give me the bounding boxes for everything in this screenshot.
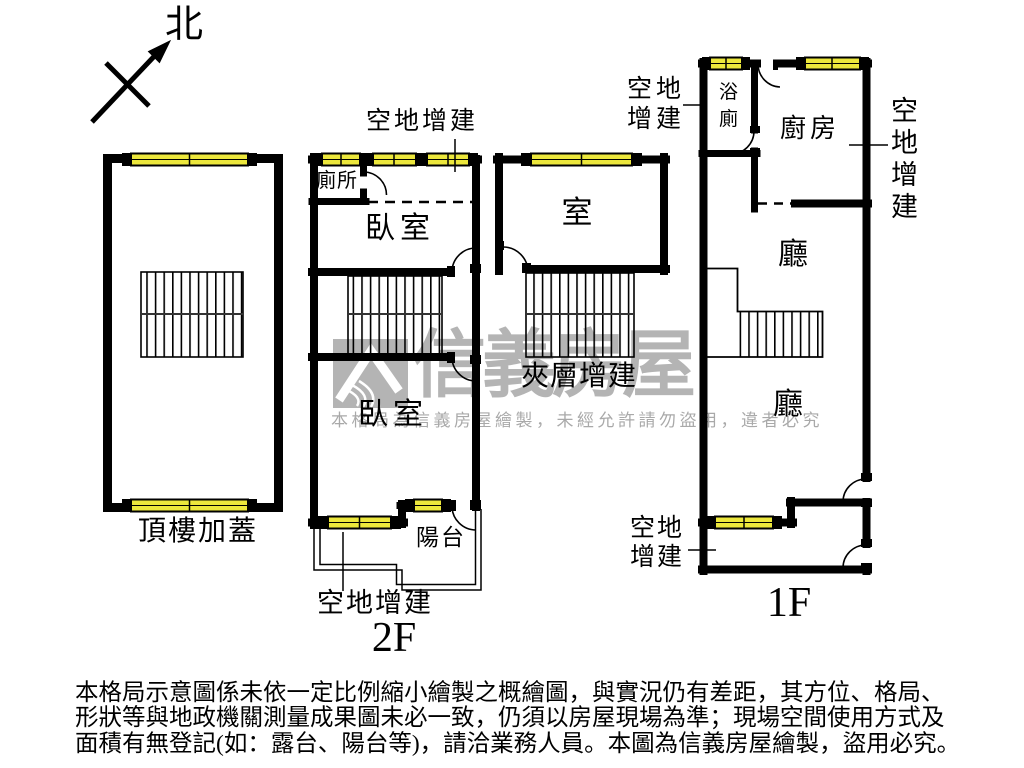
f2-toilet-label: 廁所 xyxy=(316,170,358,192)
f1-annotation-top-left: 空地增建 xyxy=(627,76,686,133)
f1-door-jambs xyxy=(750,60,872,571)
north-arrow-icon xyxy=(90,39,172,124)
rooftop-window-bottom xyxy=(122,498,257,513)
f2-leader-lines xyxy=(342,139,456,591)
f2-balcony-label: 陽台 xyxy=(416,525,466,550)
f1-bathroom-label: 浴廁 xyxy=(719,82,739,130)
f2-windows-top xyxy=(313,152,478,167)
f2-annotation-top: 空地增建 xyxy=(365,108,479,135)
mezzanine-staircase xyxy=(525,272,635,358)
f1-window-kitchen xyxy=(796,56,869,71)
mezzanine-door xyxy=(496,241,531,273)
f1-staircase xyxy=(707,267,824,358)
f1-leader-lines xyxy=(683,104,888,551)
rooftop-plan xyxy=(103,152,283,513)
f2-bedroom-lower-label: 臥室 xyxy=(358,398,428,431)
mezzanine-window-top xyxy=(521,152,642,167)
f2-door-jambs xyxy=(447,264,481,511)
f1-hall-upper-label: 廳 xyxy=(778,238,808,271)
north-label: 北 xyxy=(165,4,204,46)
f1-annotation-bottom-left: 空地增建 xyxy=(630,515,685,571)
f2-floor-label: 2F xyxy=(371,615,417,661)
f1-plan xyxy=(683,56,888,575)
disclaimer: 本格局示意圖係未依一定比例縮小繪製之概繪圖，與實況仍有差距，其方位、格局、 形狀… xyxy=(75,680,965,757)
f2-bedroom-upper-label: 臥室 xyxy=(365,212,435,245)
mezzanine-room-label: 室 xyxy=(561,195,593,230)
watermark-notice-text: 本格局為信義房屋繪製，未經允許請勿盜用，違者必究 xyxy=(331,411,823,430)
f2-window-bottom-left xyxy=(318,515,401,530)
f1-window-bath xyxy=(702,56,750,71)
f2-staircase xyxy=(347,275,443,355)
mezzanine-plan-label: 夾層增建 xyxy=(520,361,638,392)
rooftop-staircase xyxy=(140,271,244,358)
f2-annotation-bottom: 空地增建 xyxy=(317,588,433,618)
f2-plan xyxy=(308,139,482,591)
rooftop-plan-label: 頂樓加蓋 xyxy=(137,516,259,547)
mezzanine-plan xyxy=(493,152,670,358)
f1-window-bottom xyxy=(706,515,782,530)
f1-floor-label: 1F xyxy=(766,580,812,626)
f1-kitchen-label: 廚房 xyxy=(780,114,841,143)
f1-annotation-right: 空地增建 xyxy=(891,96,918,222)
f1-walls xyxy=(698,58,872,575)
disclaimer-line-1: 本格局示意圖係未依一定比例縮小繪製之概繪圖，與實況仍有差距，其方位、格局、 xyxy=(75,680,945,706)
f1-hall-lower-label: 廳 xyxy=(773,388,803,421)
disclaimer-line-3: 面積有無登記(如：露台、陽台等)，請洽業務人員。本圖為信義房屋繪製，盜用必究。 xyxy=(75,730,961,757)
f2-window-balcony xyxy=(405,498,451,513)
rooftop-window-top xyxy=(122,152,257,167)
f2-addition-outline xyxy=(313,509,482,591)
disclaimer-line-2: 形狀等與地政機關測量成果圖未必一致，仍須以房屋現場為準；現場空間使用方式及 xyxy=(75,705,945,732)
